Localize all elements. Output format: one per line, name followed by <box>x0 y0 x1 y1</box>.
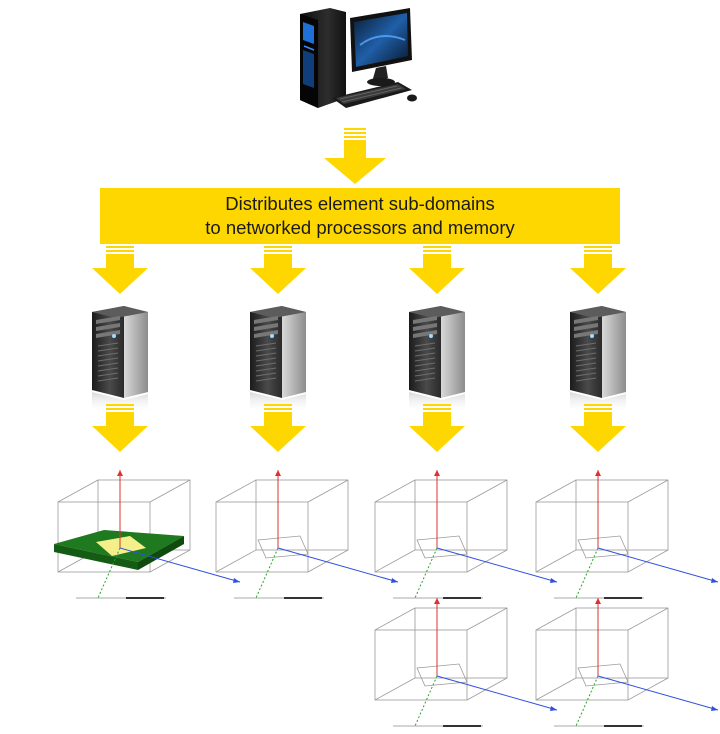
banner-to-server-arrow <box>570 246 626 294</box>
sub-domain-mesh <box>54 470 241 599</box>
banner-to-server-arrow <box>250 246 306 294</box>
column-node-4 <box>570 246 626 452</box>
sub-domain-mesh <box>374 598 558 727</box>
server-to-domain-arrow <box>570 404 626 452</box>
server-to-domain-arrow <box>250 404 306 452</box>
sub-domain-mesh <box>374 470 558 599</box>
top-arrow <box>324 128 386 184</box>
banner-to-server-arrow <box>409 246 465 294</box>
banner-to-server-arrow <box>92 246 148 294</box>
server-tower-icon <box>250 306 306 414</box>
server-to-domain-arrow <box>409 404 465 452</box>
column-node-3 <box>409 246 465 452</box>
desktop-computer-icon <box>300 8 417 108</box>
server-tower-icon <box>92 306 148 414</box>
column-node-1 <box>92 246 148 452</box>
sub-domain-mesh <box>215 470 399 599</box>
sub-domain-mesh <box>535 470 719 599</box>
server-to-domain-arrow <box>92 404 148 452</box>
column-node-2 <box>250 246 306 452</box>
server-tower-icon <box>409 306 465 414</box>
server-tower-icon <box>570 306 626 414</box>
sub-domain-mesh <box>535 598 719 727</box>
distribution-banner <box>100 188 620 244</box>
